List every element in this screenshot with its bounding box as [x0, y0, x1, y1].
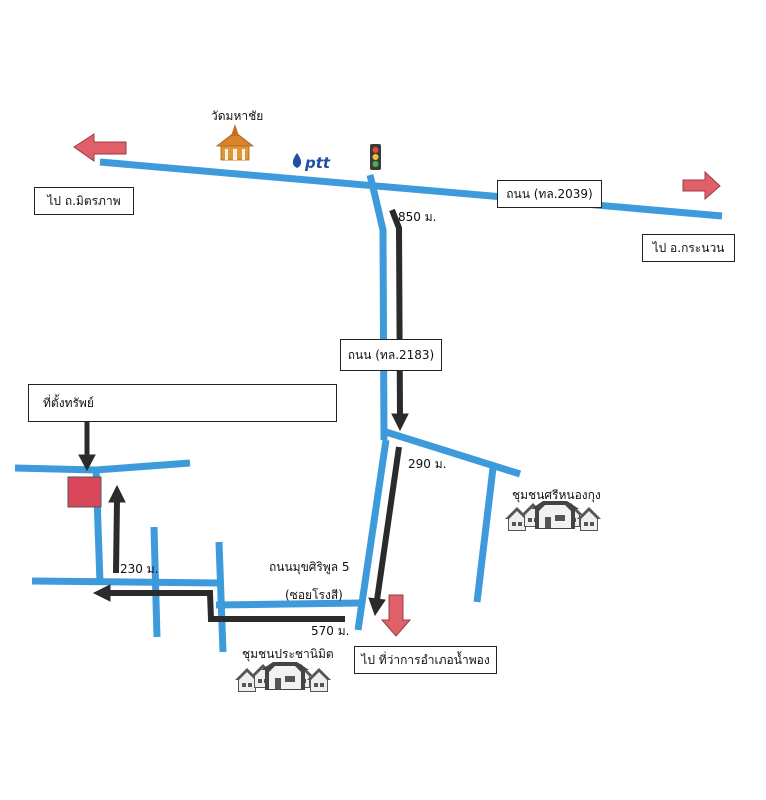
route-arrowhead-290	[368, 597, 386, 617]
label-to-district-office: ไป ที่ว่าการอำเภอน้ำพอง	[354, 646, 497, 674]
house-cluster-icon	[235, 662, 331, 692]
road-2183-upper	[366, 174, 388, 441]
road-west-vertical-2	[215, 541, 227, 653]
route-segment-850	[389, 208, 403, 419]
label-to-kranuan: ไป อ.กระนวน	[642, 234, 735, 262]
route-segment-290	[374, 446, 402, 601]
arrow-left-icon	[73, 133, 127, 162]
route-arrowhead-230	[108, 484, 126, 503]
road-west-vertical-1	[150, 526, 161, 638]
route-segment-570	[108, 590, 345, 622]
temple-icon	[215, 124, 255, 161]
arrow-down-icon	[380, 594, 412, 637]
label-property-location: ที่ตั้งทรัพย์	[28, 384, 337, 422]
label-road-2183: ถนน (ทล.2183)	[340, 339, 442, 371]
label-to-mittraphap: ไป ถ.มิตรภาพ	[34, 187, 134, 215]
road-network	[14, 158, 723, 653]
route-segment-230	[113, 499, 120, 574]
label-community-sri-nong-kung: ชุมชนศรีหนองกุง	[512, 488, 601, 502]
distance-230: 230 ม.	[120, 562, 159, 576]
house-cluster-icon	[505, 501, 601, 531]
road-to-sri-nong-kung	[384, 428, 522, 478]
label-road-2039: ถนน (ทล.2039)	[497, 180, 602, 208]
label-community-pracha-nimit: ชุมชนประชานิมิต	[242, 647, 334, 661]
road-property-top	[14, 459, 191, 474]
road-sri-nong-kung-branch	[473, 467, 497, 603]
distance-850: 850 ม.	[398, 210, 437, 224]
distance-570: 570 ม.	[311, 624, 350, 638]
temple-label: วัดมหาชัย	[211, 109, 264, 123]
property-marker	[67, 476, 102, 508]
ptt-logo-icon	[292, 153, 302, 168]
arrow-right-icon	[682, 170, 721, 201]
route-arrowhead-570	[92, 584, 111, 602]
road-mukhasiriphun-5	[215, 599, 361, 609]
property-pointer-head	[78, 454, 96, 472]
label-road-mukhasiriphun-5: ถนนมุขศิริพูล 5	[269, 560, 350, 574]
traffic-light-icon	[370, 144, 381, 170]
road-2183-lower	[354, 439, 390, 631]
road-west	[31, 577, 221, 587]
distance-290: 290 ม.	[408, 457, 447, 471]
direction-arrows	[73, 133, 721, 637]
label-soi-rongsi: (ซอยโรงสี)	[285, 588, 343, 602]
road-2039	[99, 158, 723, 220]
route-arrowhead-850	[391, 413, 409, 432]
ptt-logo-text: ptt	[305, 154, 331, 172]
